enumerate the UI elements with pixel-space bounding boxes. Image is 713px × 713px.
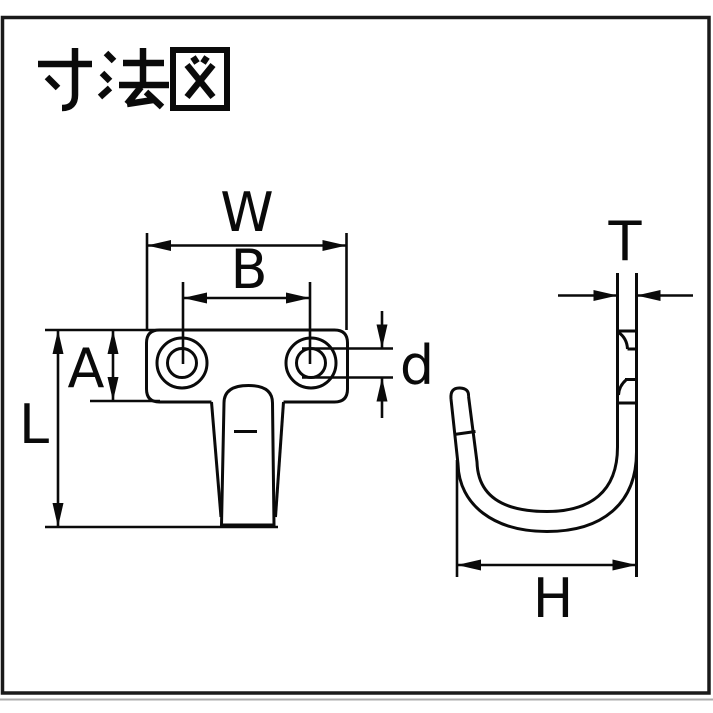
hole-section-marks (617, 329, 637, 405)
l-arrow-bottom (52, 503, 64, 527)
b-arrow-right (286, 292, 310, 304)
kanji-zu (170, 47, 230, 111)
hook-tip-section-mark (453, 430, 476, 436)
dim-label-L: L (19, 393, 49, 456)
page-title-glyphs (38, 47, 230, 112)
front-view (145, 328, 349, 527)
dim-label-d: d (400, 334, 434, 397)
plate-outline (145, 328, 349, 404)
l-arrow-top (52, 330, 64, 354)
t-arrow-right (636, 290, 661, 301)
hook-inner-curve (467, 395, 619, 514)
a-arrow-bottom (107, 377, 119, 401)
hook-tip-cap (449, 386, 471, 400)
kanji-sun (38, 48, 92, 112)
h-arrow-right (612, 559, 637, 571)
hook-outer-curve (449, 398, 638, 534)
dim-label-B: B (230, 238, 267, 301)
b-arrow-left (183, 292, 207, 304)
kanji-hou (97, 48, 169, 110)
d-arrow-top (376, 324, 388, 349)
hook-front-left-leg (210, 401, 223, 518)
hook-front-right-leg (274, 401, 285, 518)
arrowheads (52, 240, 661, 571)
dim-label-W: W (220, 181, 273, 244)
hook-front-tongue (219, 383, 276, 527)
h-arrow-left (457, 559, 481, 571)
dim-label-H: H (533, 567, 574, 630)
dimension-lines (45, 233, 693, 577)
w-arrow-left (147, 240, 171, 251)
t-arrow-left (593, 290, 618, 301)
side-view (449, 273, 638, 577)
drawing-frame (0, 15, 711, 695)
w-arrow-right (322, 240, 347, 251)
dim-label-T: T (608, 210, 643, 273)
dimension-labels: W B A L d T H (19, 181, 643, 630)
d-arrow-bottom (376, 377, 388, 402)
a-arrow-top (107, 330, 119, 354)
dim-label-A: A (68, 337, 105, 400)
